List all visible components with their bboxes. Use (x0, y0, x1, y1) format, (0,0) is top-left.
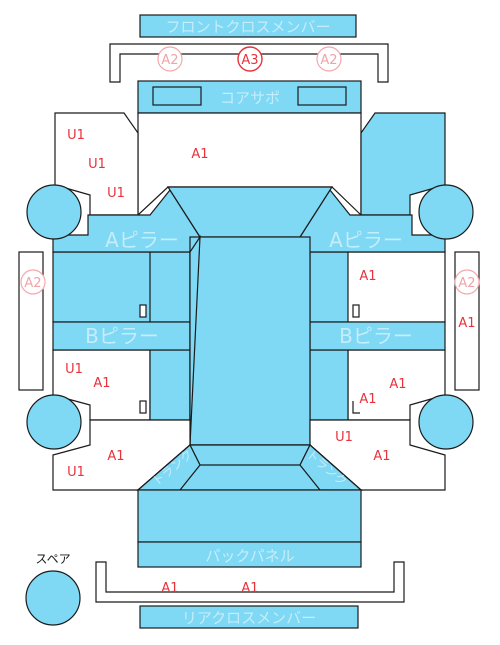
left-rear-door-handle (139, 400, 147, 414)
right-rear-wheel[interactable] (418, 394, 474, 450)
left-front-door-edge[interactable] (149, 251, 191, 323)
front-a3-marker[interactable]: A3 (237, 46, 263, 72)
svg-text:U1: U1 (65, 362, 83, 377)
left-front-door-handle (139, 304, 147, 318)
svg-text:A1: A1 (161, 581, 178, 596)
svg-text:A1: A1 (389, 377, 406, 392)
svg-text:Bピラー: Bピラー (339, 324, 413, 348)
svg-text:A2: A2 (24, 276, 41, 291)
rear-bumper-outline[interactable] (95, 561, 405, 603)
core-support[interactable]: コアサポ (137, 80, 362, 114)
svg-text:A1: A1 (359, 392, 376, 407)
front-a2-right-marker[interactable]: A2 (316, 46, 342, 72)
trunk[interactable]: トランク トランク (136, 444, 363, 491)
svg-text:U1: U1 (67, 128, 85, 143)
right-rear-door-edge[interactable] (309, 349, 349, 421)
left-front-wheel[interactable] (26, 184, 82, 240)
svg-text:A2: A2 (161, 53, 178, 68)
svg-text:A2: A2 (458, 276, 475, 291)
right-front-fender[interactable] (360, 112, 446, 216)
left-rear-wheel[interactable] (26, 394, 82, 450)
front-bumper-outline[interactable] (109, 43, 389, 83)
spare-tire[interactable]: スペア (25, 552, 81, 626)
svg-text:Aピラー: Aピラー (329, 228, 403, 252)
svg-text:U1: U1 (88, 157, 106, 172)
front-a2-left-marker[interactable]: A2 (157, 46, 183, 72)
b-pillar-right[interactable]: Bピラー (309, 321, 446, 351)
right-side-a2-marker[interactable]: A2 (454, 269, 480, 295)
svg-text:A1: A1 (458, 316, 475, 331)
svg-text:A1: A1 (241, 581, 258, 596)
right-front-door-edge[interactable] (309, 251, 349, 323)
roof[interactable] (166, 186, 334, 446)
svg-text:A1: A1 (93, 376, 110, 391)
svg-text:A2: A2 (320, 53, 337, 68)
back-panel[interactable]: パックパネル (137, 489, 362, 568)
left-rear-quarter[interactable] (52, 419, 191, 491)
svg-text:Bピラー: Bピラー (85, 324, 159, 348)
svg-text:A1: A1 (373, 449, 390, 464)
right-front-door-handle (352, 304, 360, 318)
right-rear-door-handle (352, 401, 360, 414)
svg-text:U1: U1 (107, 186, 125, 201)
back-panel-label: パックパネル (205, 547, 294, 565)
svg-text:Aピラー: Aピラー (105, 228, 179, 252)
left-rear-door-edge[interactable] (149, 349, 191, 421)
svg-text:A3: A3 (241, 53, 258, 68)
spare-label: スペア (35, 552, 70, 566)
svg-text:A1: A1 (107, 449, 124, 464)
a-pillar-right[interactable]: Aピラー (299, 188, 446, 253)
left-side-a2-marker[interactable]: A2 (20, 269, 46, 295)
rear-cross-member[interactable]: リアクロスメンバー (139, 605, 359, 629)
rear-cross-member-label: リアクロスメンバー (182, 609, 316, 627)
front-cross-member-label: フロントクロスメンバー (165, 18, 330, 36)
svg-text:U1: U1 (67, 465, 85, 480)
svg-text:A1: A1 (359, 269, 376, 284)
right-front-wheel[interactable] (418, 184, 474, 240)
front-cross-member[interactable]: フロントクロスメンバー (139, 14, 357, 38)
svg-text:U1: U1 (335, 430, 353, 445)
b-pillar-left[interactable]: Bピラー (52, 321, 191, 351)
core-support-label: コアサポ (220, 89, 280, 107)
hood-code: A1 (191, 147, 208, 162)
